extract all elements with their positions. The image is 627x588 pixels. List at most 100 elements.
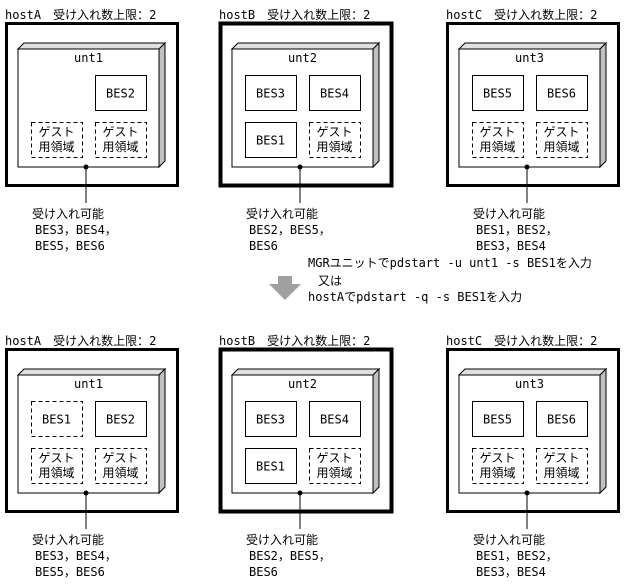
unit-top-face — [457, 368, 608, 376]
host-title: hostB 受け入れ数上限：2 — [219, 333, 370, 348]
accept-label: 受け入れ可能 — [246, 207, 318, 221]
accept-list-line: BES3，BES4 — [476, 239, 546, 253]
slot-label: BES2 — [106, 413, 135, 427]
slot-label: BES5 — [483, 87, 512, 101]
unit-name: unt1 — [74, 377, 103, 391]
guest-area-slot — [309, 122, 361, 158]
slot-label: BES1 — [256, 134, 285, 148]
slot-label: BES1 — [256, 460, 285, 474]
slot-label-line: 用領域 — [102, 139, 138, 154]
bes-slot — [245, 122, 297, 158]
slot-label: BES3 — [256, 413, 285, 427]
accept-label: 受け入れ可能 — [246, 533, 318, 547]
host-frame — [5, 22, 179, 187]
accept-list-line: BES1，BES2， — [476, 549, 558, 563]
transition-command-line: MGRユニットでpdstart -u unt1 -s BES1を入力 — [308, 256, 592, 270]
host-unt3: hostC 受け入れ数上限：2unt3BES5ゲスト用領域BES6ゲスト用領域受… — [446, 7, 620, 253]
host-frame — [218, 21, 394, 188]
slot-label-line: 用領域 — [38, 139, 74, 154]
accept-label: 受け入れ可能 — [32, 533, 104, 547]
host-unt1: hostA 受け入れ数上限：2unt1BES1ゲスト用領域BES2ゲスト用領域受… — [5, 333, 179, 579]
guest-area-slot — [95, 448, 147, 484]
unit-top-face — [457, 42, 608, 50]
unit-top-face — [16, 42, 167, 50]
host-title: hostA 受け入れ数上限：2 — [5, 7, 156, 22]
bes-slot — [245, 75, 297, 111]
accept-list-line: BES3，BES4 — [476, 565, 546, 579]
host-unt1: hostA 受け入れ数上限：2unt1ゲスト用領域BES2ゲスト用領域受け入れ可… — [5, 7, 179, 253]
transition-command-line: 又は — [318, 274, 342, 288]
connector-dot — [524, 164, 530, 170]
guest-area-slot — [536, 448, 588, 484]
unit-side-face — [158, 41, 166, 169]
unit-name: unt3 — [515, 377, 544, 391]
connector-dot — [83, 164, 89, 170]
slot-label-line: ゲスト — [102, 451, 138, 465]
slot-label: ゲスト用領域 — [479, 451, 515, 480]
slot-label-line: 用領域 — [316, 139, 352, 154]
slot-label-line: 用領域 — [316, 465, 352, 480]
slot-label: ゲスト用領域 — [38, 451, 74, 480]
slot-label-line: ゲスト — [543, 451, 579, 465]
bes-slot — [245, 401, 297, 437]
bes-slot — [245, 448, 297, 484]
host-title: hostC 受け入れ数上限：2 — [446, 7, 597, 22]
accept-list-line: BES2，BES5， — [249, 549, 331, 563]
slot-label: ゲスト用領域 — [479, 125, 515, 154]
slot-label: BES4 — [320, 87, 349, 101]
connector-dot — [297, 490, 303, 496]
unit-top-face — [230, 368, 381, 376]
slot-label-line: 用領域 — [543, 465, 579, 480]
host-title: hostB 受け入れ数上限：2 — [219, 7, 370, 22]
slot-label-line: 用領域 — [479, 139, 515, 154]
slot-label: BES3 — [256, 87, 285, 101]
accept-list-line: BES5，BES6 — [35, 565, 105, 579]
panel-1: hostA 受け入れ数上限：2unt1ゲスト用領域BES2ゲスト用領域受け入れ可… — [5, 7, 620, 253]
accept-label: 受け入れ可能 — [473, 533, 545, 547]
slot-label: BES4 — [320, 413, 349, 427]
slot-label-line: ゲスト — [479, 451, 515, 465]
accept-list-line: BES5，BES6 — [35, 239, 105, 253]
accept-list-line: BES3，BES4， — [35, 549, 117, 563]
slot-label: BES6 — [547, 413, 576, 427]
slot-label: BES6 — [547, 87, 576, 101]
slot-label-line: ゲスト — [38, 451, 74, 465]
bes-slot — [472, 75, 524, 111]
bes-slot — [536, 401, 588, 437]
bes-slot — [309, 401, 361, 437]
host-frame — [218, 347, 394, 514]
unit-side-face — [372, 41, 380, 169]
panel-2: hostA 受け入れ数上限：2unt1BES1ゲスト用領域BES2ゲスト用領域受… — [5, 333, 620, 579]
bes-slot — [95, 401, 147, 437]
unit-top-face — [16, 368, 167, 376]
host-frame — [446, 22, 620, 187]
bes-slot — [309, 75, 361, 111]
slot-label: ゲスト用領域 — [543, 125, 579, 154]
slot-label-line: ゲスト — [479, 125, 515, 139]
connector-dot — [297, 164, 303, 170]
accept-list-line: BES6 — [249, 565, 278, 579]
bes-slot — [536, 75, 588, 111]
slot-label-line: 用領域 — [479, 465, 515, 480]
slot-label: ゲスト用領域 — [38, 125, 74, 154]
bes-slot — [95, 75, 147, 111]
unit-name: unt3 — [515, 51, 544, 65]
accept-label: 受け入れ可能 — [473, 207, 545, 221]
slot-label: ゲスト用領域 — [316, 451, 352, 480]
slot-label-line: ゲスト — [316, 125, 352, 139]
slot-label: ゲスト用領域 — [543, 451, 579, 480]
unit-side-face — [372, 367, 380, 495]
down-arrow-icon — [269, 276, 301, 300]
accept-list-line: BES3，BES4， — [35, 223, 117, 237]
host-unt3: hostC 受け入れ数上限：2unt3BES5ゲスト用領域BES6ゲスト用領域受… — [446, 333, 620, 579]
guest-area-slot — [536, 122, 588, 158]
slot-label: BES1 — [42, 413, 71, 427]
unit-name: unt2 — [288, 377, 317, 391]
guest-area-slot — [31, 448, 83, 484]
guest-area-slot — [31, 122, 83, 158]
host-title: hostA 受け入れ数上限：2 — [5, 333, 156, 348]
slot-label: BES2 — [106, 87, 135, 101]
slot-label-line: 用領域 — [543, 139, 579, 154]
guest-area-slot — [472, 448, 524, 484]
